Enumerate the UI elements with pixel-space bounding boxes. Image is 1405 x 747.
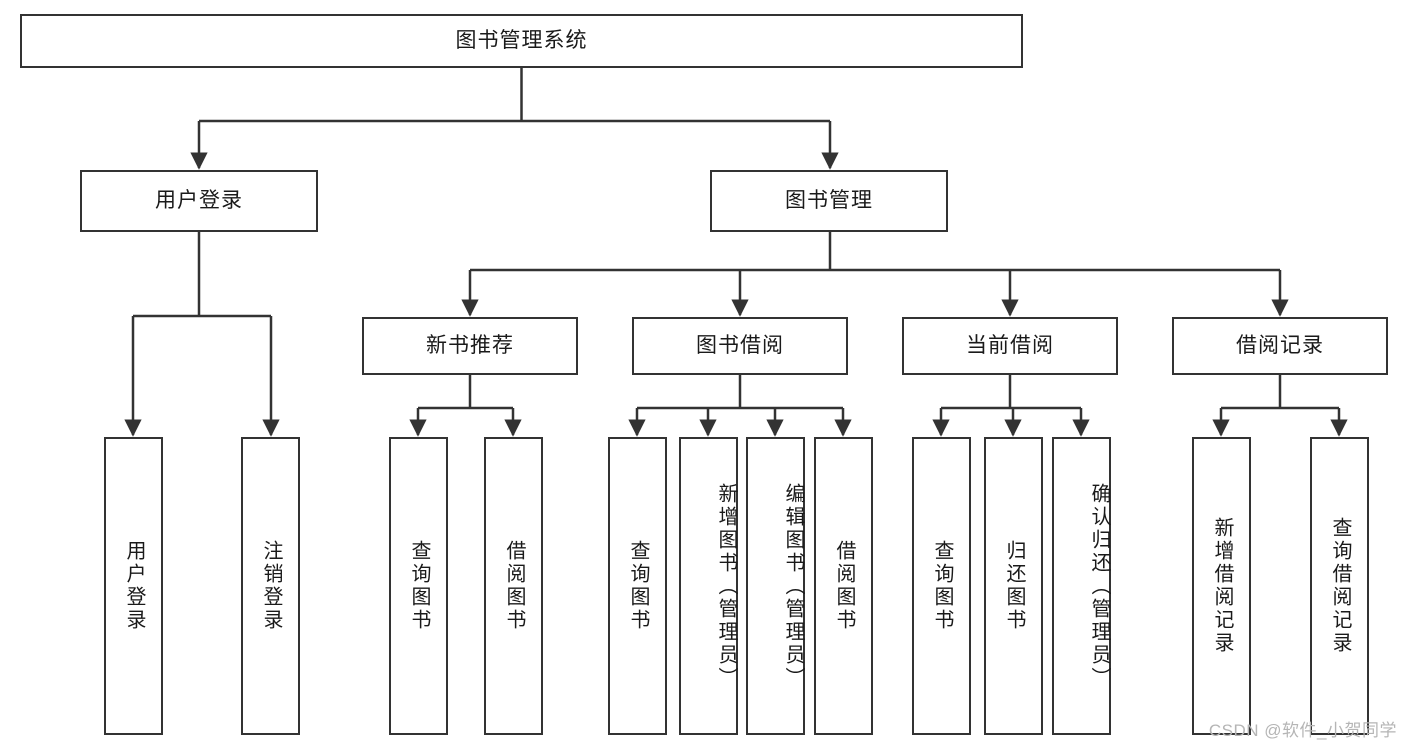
node-leaf-query-book-borrow[interactable]: 查询图书 (608, 437, 667, 735)
node-leaf-borrow-book-label: 借阅图书 (833, 540, 855, 632)
node-leaf-logout-login[interactable]: 注销登录 (241, 437, 300, 735)
node-leaf-logout-login-label: 注销登录 (260, 540, 282, 632)
csdn-watermark: CSDN @软件_小贺同学 (1208, 721, 1397, 740)
node-leaf-confirm-return-admin-label: 确认归还（管理员） (1088, 482, 1110, 690)
node-leaf-query-book-recommend[interactable]: 查询图书 (389, 437, 448, 735)
node-leaf-query-book-borrow-label: 查询图书 (627, 540, 649, 632)
node-new-book-recommend[interactable]: 新书推荐 (362, 317, 578, 375)
node-leaf-query-borrow-record[interactable]: 查询借阅记录 (1310, 437, 1369, 735)
node-leaf-user-login[interactable]: 用户登录 (104, 437, 163, 735)
node-new-book-recommend-label: 新书推荐 (426, 334, 514, 358)
node-current-borrow-label: 当前借阅 (966, 334, 1054, 358)
node-leaf-return-book-label: 归还图书 (1003, 540, 1025, 632)
node-leaf-confirm-return-admin[interactable]: 确认归还（管理员） (1052, 437, 1111, 735)
node-book-management-label: 图书管理 (785, 189, 873, 213)
node-book-management[interactable]: 图书管理 (710, 170, 948, 232)
node-leaf-edit-book-admin[interactable]: 编辑图书（管理员） (746, 437, 805, 735)
node-leaf-borrow-book-recommend[interactable]: 借阅图书 (484, 437, 543, 735)
node-leaf-add-borrow-record[interactable]: 新增借阅记录 (1192, 437, 1251, 735)
node-current-borrow[interactable]: 当前借阅 (902, 317, 1118, 375)
node-leaf-borrow-book[interactable]: 借阅图书 (814, 437, 873, 735)
node-borrow-record-label: 借阅记录 (1236, 334, 1324, 358)
node-leaf-query-book-current[interactable]: 查询图书 (912, 437, 971, 735)
node-leaf-user-login-label: 用户登录 (123, 540, 145, 632)
node-root-system[interactable]: 图书管理系统 (20, 14, 1023, 68)
node-user-login[interactable]: 用户登录 (80, 170, 318, 232)
node-leaf-query-borrow-record-label: 查询借阅记录 (1329, 517, 1351, 655)
node-leaf-add-borrow-record-label: 新增借阅记录 (1211, 517, 1233, 655)
node-leaf-borrow-book-recommend-label: 借阅图书 (503, 540, 525, 632)
node-borrow-record[interactable]: 借阅记录 (1172, 317, 1388, 375)
node-leaf-add-book-admin[interactable]: 新增图书（管理员） (679, 437, 738, 735)
node-leaf-query-book-recommend-label: 查询图书 (408, 540, 430, 632)
node-book-borrow[interactable]: 图书借阅 (632, 317, 848, 375)
node-leaf-return-book[interactable]: 归还图书 (984, 437, 1043, 735)
node-leaf-add-book-admin-label: 新增图书（管理员） (715, 482, 737, 690)
node-user-login-label: 用户登录 (155, 189, 243, 213)
node-book-borrow-label: 图书借阅 (696, 334, 784, 358)
node-root-label: 图书管理系统 (455, 29, 588, 53)
node-leaf-edit-book-admin-label: 编辑图书（管理员） (782, 482, 804, 690)
node-leaf-query-book-current-label: 查询图书 (931, 540, 953, 632)
